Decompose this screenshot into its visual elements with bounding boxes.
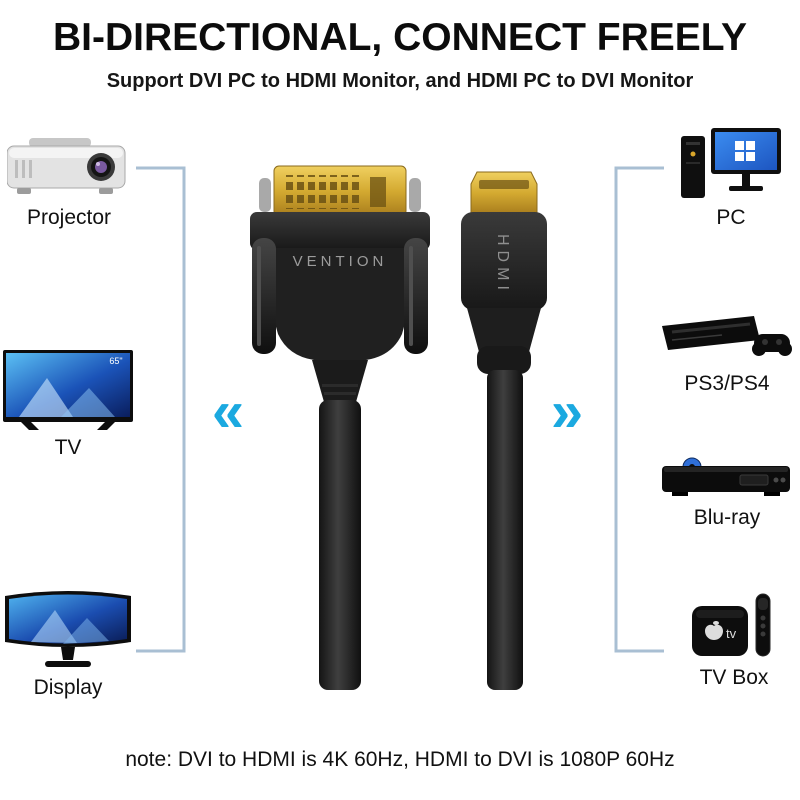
footnote: note: DVI to HDMI is 4K 60Hz, HDMI to DV… (125, 748, 675, 771)
chevron-right-icon: » (550, 379, 584, 444)
dvi-blade-slot (370, 177, 386, 207)
device-label-tvbox: TV Box (699, 666, 769, 689)
hdmi-label-text: HDMI (494, 234, 511, 295)
right-bracket-line (614, 166, 664, 653)
hdmi-connector: HDMI (461, 171, 547, 690)
tv-box-icon: tv (692, 593, 771, 657)
device-label-tv: TV (54, 436, 82, 459)
curved-display-icon (5, 591, 131, 667)
game-console-icon (662, 316, 792, 356)
dvi-pins (286, 175, 363, 209)
device-tv: 65" TV (2, 350, 134, 460)
chevron-left-icon: « (211, 379, 245, 444)
dvi-connector: VENTION (250, 165, 430, 690)
device-label-game-console: PS3/PS4 (684, 372, 770, 395)
bluray-player-icon (662, 457, 790, 496)
device-label-bluray: Blu-ray (693, 506, 761, 529)
left-bracket-line (136, 166, 186, 653)
device-bluray: Blu-ray (660, 456, 794, 530)
apple-logo-shape (705, 624, 723, 640)
device-projector: Projector (4, 138, 134, 230)
page-subtitle: Support DVI PC to HDMI Monitor, and HDMI… (106, 70, 694, 92)
device-label-projector: Projector (26, 206, 112, 229)
device-display: Display (2, 586, 134, 700)
pc-icon (681, 128, 781, 198)
device-label-display: Display (33, 676, 103, 699)
device-game-console: PS3/PS4 (660, 308, 794, 396)
tv-size-badge: 65" (109, 356, 122, 366)
tvbox-logo-text: tv (726, 626, 737, 641)
projector-icon (7, 138, 126, 194)
tv-icon: 65" (3, 350, 133, 430)
dvi-thumbscrew-right (404, 238, 428, 354)
device-tvbox: tv TV Box (690, 586, 778, 690)
dvi-thumbscrew-left (252, 238, 276, 354)
device-pc: PC (676, 128, 786, 230)
page-title: BI-DIRECTIONAL, CONNECT FREELY (52, 16, 748, 59)
device-label-pc: PC (716, 206, 746, 229)
dvi-cable (319, 400, 361, 690)
hdmi-cable (487, 370, 523, 690)
dvi-brand-text: VENTION (293, 253, 388, 270)
